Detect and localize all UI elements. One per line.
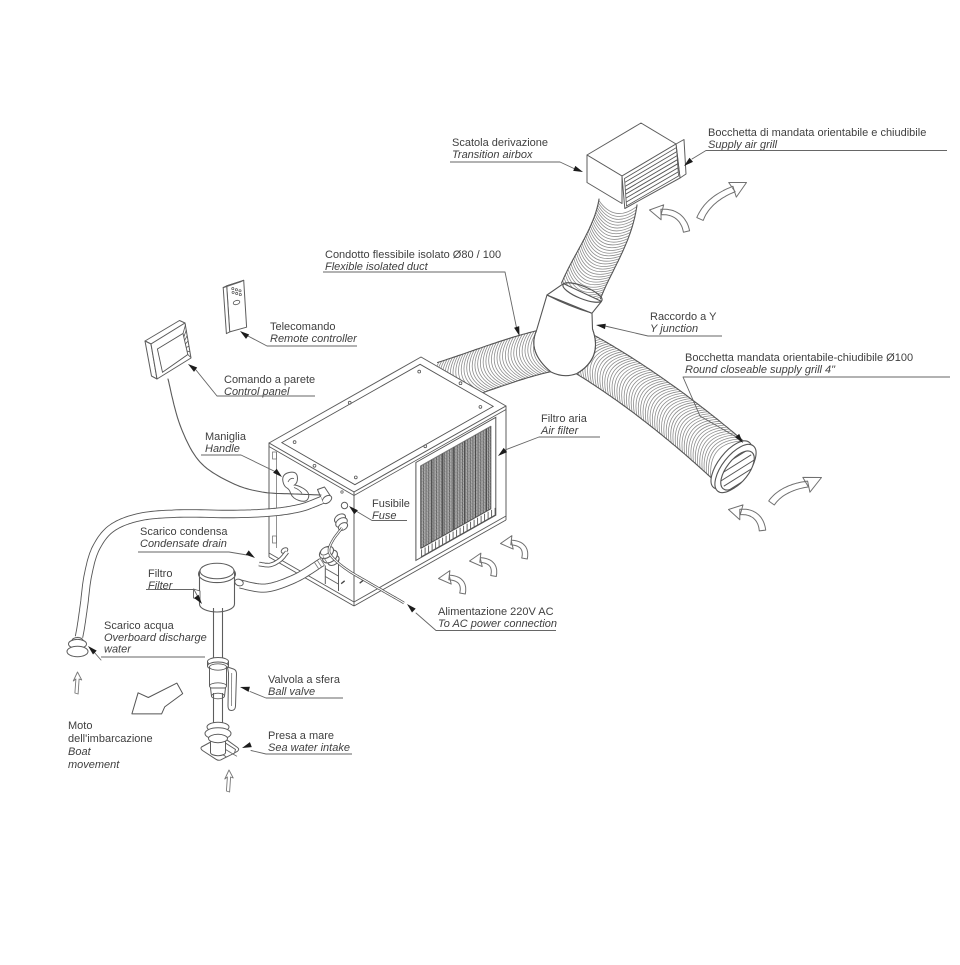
svg-text:Raccordo a Y: Raccordo a Y <box>650 311 717 323</box>
svg-text:Bocchetta mandata orientabile-: Bocchetta mandata orientabile-chiudibile… <box>685 352 913 364</box>
svg-text:Comando a parete: Comando a parete <box>224 374 315 386</box>
svg-text:Filter: Filter <box>148 580 174 592</box>
svg-text:Supply air grill: Supply air grill <box>708 139 778 151</box>
svg-text:Scatola derivazione: Scatola derivazione <box>452 137 548 149</box>
svg-text:Telecomando: Telecomando <box>270 321 335 333</box>
svg-text:Presa a mare: Presa a mare <box>268 730 334 742</box>
svg-text:Remote controller: Remote controller <box>270 333 358 345</box>
svg-text:Maniglia: Maniglia <box>205 431 247 443</box>
svg-text:dell'imbarcazione: dell'imbarcazione <box>68 733 153 745</box>
svg-text:Condotto flessibile isolato Ø8: Condotto flessibile isolato Ø80 / 100 <box>325 249 501 261</box>
svg-text:Condensate drain: Condensate drain <box>140 538 227 550</box>
svg-text:Fuse: Fuse <box>372 510 396 522</box>
svg-text:Boat: Boat <box>68 746 92 758</box>
svg-text:Scarico condensa: Scarico condensa <box>140 526 228 538</box>
svg-text:movement: movement <box>68 759 120 771</box>
svg-text:Fusibile: Fusibile <box>372 498 410 510</box>
svg-text:Flexible isolated duct: Flexible isolated duct <box>325 261 429 273</box>
svg-text:Bocchetta di mandata orientabi: Bocchetta di mandata orientabile e chiud… <box>708 127 926 139</box>
svg-text:Air filter: Air filter <box>540 425 580 437</box>
svg-text:water: water <box>104 644 132 656</box>
svg-text:To AC power connection: To AC power connection <box>438 618 557 630</box>
svg-text:Handle: Handle <box>205 443 240 455</box>
svg-text:Overboard discharge: Overboard discharge <box>104 632 207 644</box>
svg-text:Y junction: Y junction <box>650 323 698 335</box>
svg-text:Sea water intake: Sea water intake <box>268 742 350 754</box>
svg-text:Moto: Moto <box>68 720 92 732</box>
svg-text:Ball valve: Ball valve <box>268 686 315 698</box>
svg-text:Transition airbox: Transition airbox <box>452 149 533 161</box>
svg-text:Scarico acqua: Scarico acqua <box>104 620 175 632</box>
svg-text:Round closeable supply grill 4: Round closeable supply grill 4" <box>685 364 836 376</box>
svg-text:Filtro: Filtro <box>148 568 172 580</box>
svg-text:Filtro aria: Filtro aria <box>541 413 588 425</box>
svg-text:Valvola a sfera: Valvola a sfera <box>268 674 341 686</box>
svg-text:Alimentazione 220V AC: Alimentazione 220V AC <box>438 606 554 618</box>
